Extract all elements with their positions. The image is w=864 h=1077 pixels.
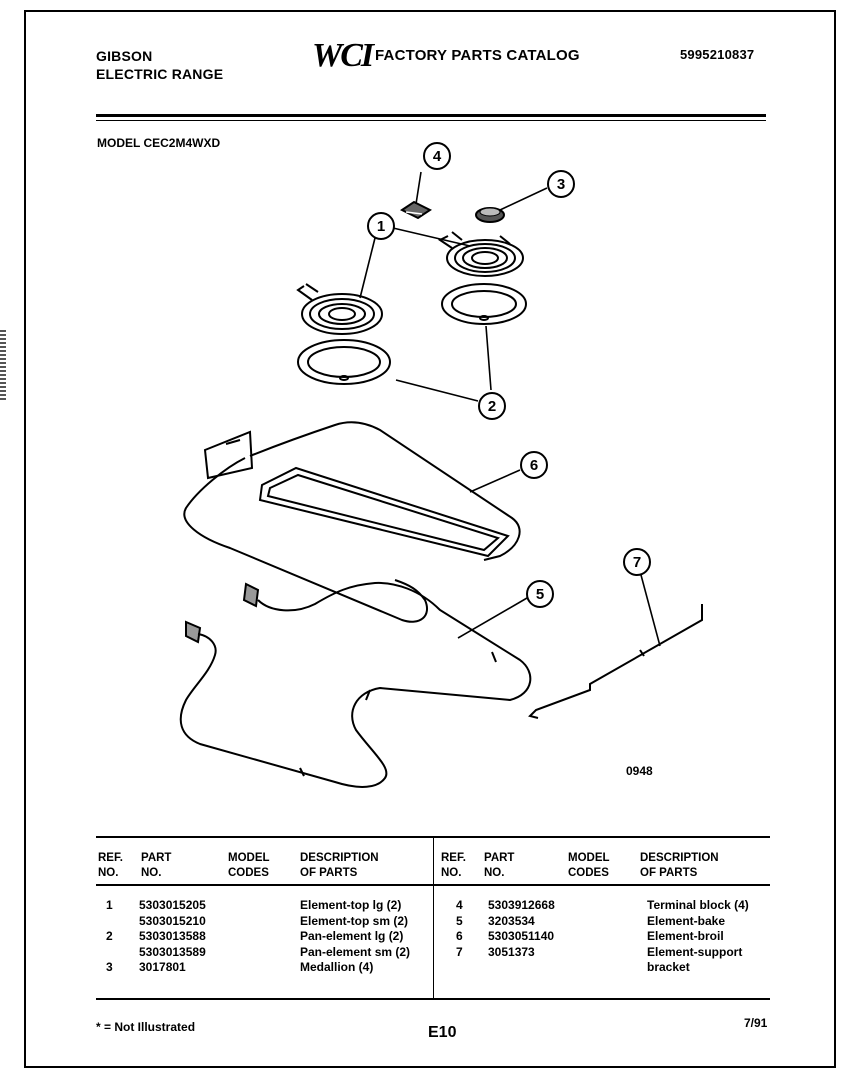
terminal-block-part [400,200,432,220]
drip-pan-right [441,283,527,325]
header-rule-thin [96,120,766,121]
table-cell: 5303015210 [139,913,206,928]
brand-name: GIBSON [96,48,153,64]
table-cell: 5303013588 [139,929,206,943]
revision-date: 7/91 [744,1016,768,1030]
table-bottom-rule [96,998,770,1000]
header-rule [96,114,766,117]
table-cell: 5303051140 [488,929,555,943]
bake-element-part [179,581,532,788]
table-cell: 1 [106,898,113,912]
table-cell: Pan-element lg (2) [300,929,404,943]
table-cell [456,960,463,976]
table-cell: 5303013589 [139,944,206,959]
not-illustrated-note: * = Not Illustrated [96,1020,196,1034]
callout-leaders [359,171,661,647]
table-top-rule [96,836,770,838]
support-bracket-part [528,604,703,719]
page-number: E10 [428,1024,457,1041]
callout-4: 4 [433,148,442,165]
catalog-title: FACTORY PARTS CATALOG [375,47,580,64]
table-cell: Terminal block (4) [647,898,749,912]
table-cell: 3051373 [488,944,535,959]
drawing-number: 0948 [626,764,653,778]
product-type: ELECTRIC RANGE [96,66,224,82]
table-cell: Element-bake [647,913,726,928]
table-cell: bracket [647,960,690,974]
left-ref-column: 1 2 3 [106,898,113,976]
medallion-part [475,207,505,223]
wci-logo: WCI [312,37,374,74]
header-ref: REF.NO. [98,852,123,879]
surface-element-left [296,283,383,335]
right-ref-column: 4 5 6 7 [456,898,463,976]
right-desc-column: Terminal block (4) Element-bake Element-… [647,898,749,976]
callout-2: 2 [488,398,496,415]
table-cell: 3203534 [488,913,535,928]
callout-7: 7 [633,554,641,571]
table-cell: Element-top sm (2) [300,913,409,928]
callout-1: 1 [377,218,385,235]
table-cell: Pan-element sm (2) [300,944,411,959]
table-divider [433,838,434,998]
left-part-column: 5303015205 5303015210 5303013588 5303013… [139,898,206,976]
table-cell: Element-support [647,944,743,959]
drip-pan-left [297,339,391,385]
surface-element-upper [438,231,524,277]
table-cell: Element-broil [647,929,724,943]
table-cell: 3017801 [139,960,186,974]
table-cell: 3 [106,960,113,974]
scan-edge-mark [0,330,6,400]
catalog-number: 5995210837 [680,47,755,62]
table-cell: Medallion (4) [300,960,374,974]
callout-6: 6 [530,457,538,474]
parts-diagram: 4 3 1 2 6 5 7 [179,142,703,788]
table-cell: Element-top lg (2) [300,898,402,912]
right-part-column: 5303912668 3203534 5303051140 3051373 [488,898,555,976]
table-cell: 6 [456,929,463,943]
page-frame [24,10,836,1068]
broil-element-part [183,421,521,623]
table-cell: 5303912668 [488,898,555,912]
callout-3: 3 [557,176,565,193]
header-ref-right: REF.NO. [441,852,466,879]
table-cell [488,960,555,976]
callout-circles [367,142,651,608]
callout-5: 5 [536,586,544,603]
table-cell: 5303015205 [139,898,206,912]
table-cell: 4 [456,898,463,912]
left-desc-column: Element-top lg (2) Element-top sm (2) Pa… [300,898,410,976]
table-cell: 7 [456,944,463,959]
model-label: MODEL CEC2M4WXD [97,136,221,150]
table-cell [106,945,113,961]
table-cell: 2 [106,929,113,943]
table-cell [106,914,113,930]
table-cell: 5 [456,913,463,928]
